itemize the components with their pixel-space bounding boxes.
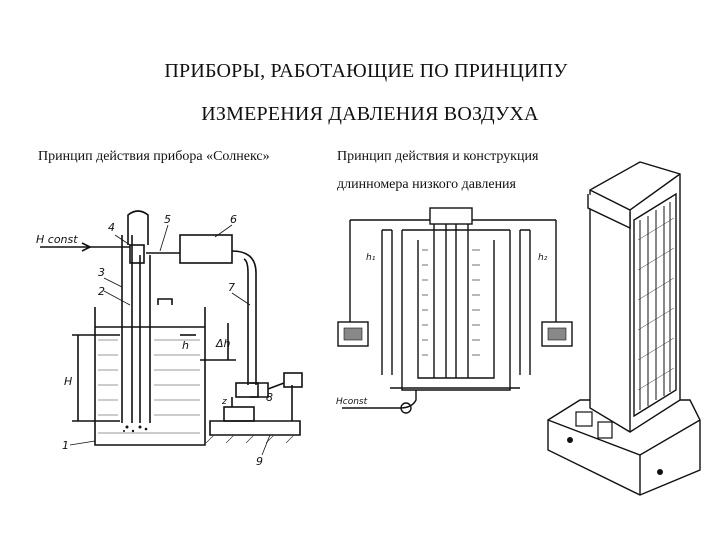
left-measuring-head [337, 321, 369, 347]
top-manifold [429, 207, 473, 225]
solex-diagram: 4 5 6 H const 3 2 7 h Δh H z 8 1 9 [36, 210, 303, 468]
caption-solex: Принцип действия прибора «Солнекс» [38, 149, 270, 164]
outlet-tube [231, 250, 257, 385]
inner-tube [139, 255, 151, 423]
label-h1: h₁ [366, 253, 376, 263]
label-h-const: H const [36, 233, 78, 246]
water-tank [94, 307, 206, 446]
right-measuring-head [541, 321, 573, 347]
workpiece [223, 406, 255, 422]
label-h-const-lengthmeter: Hconst [336, 397, 368, 407]
label-big-h: H [64, 375, 72, 388]
nozzle [235, 382, 259, 398]
slide-title-line-2: ИЗМЕРЕНИЯ ДАВЛЕНИЯ ВОЗДУХА [201, 103, 539, 125]
bubble-tube [121, 235, 133, 423]
label-part-1: 1 [62, 439, 69, 452]
lengthmeter-instrument [547, 161, 701, 496]
label-part-9: 9 [256, 455, 263, 468]
label-part-4: 4 [108, 221, 115, 234]
label-z: z [221, 397, 227, 407]
caption-lengthmeter-line-2: длинномера низкого давления [337, 177, 516, 192]
label-delta-h: Δh [215, 337, 231, 350]
slide-title-line-1: ПРИБОРЫ, РАБОТАЮЩИЕ ПО ПРИНЦИПУ [164, 60, 568, 82]
label-part-3: 3 [98, 266, 105, 279]
caption-lengthmeter-line-1: Принцип действия и конструкция [337, 149, 539, 164]
label-h: h [182, 339, 189, 352]
label-h2: h₂ [538, 253, 548, 263]
tube-cap [127, 210, 149, 245]
label-part-7: 7 [228, 281, 235, 294]
measuring-chamber [179, 234, 233, 264]
label-part-8: 8 [266, 391, 273, 404]
base-table [209, 420, 301, 436]
pressure-regulator [400, 402, 412, 414]
label-part-5: 5 [164, 213, 171, 226]
lengthmeter-diagram: h₁ h₂ Hconst [336, 207, 573, 414]
label-part-6: 6 [230, 213, 237, 226]
label-part-2: 2 [98, 285, 105, 298]
